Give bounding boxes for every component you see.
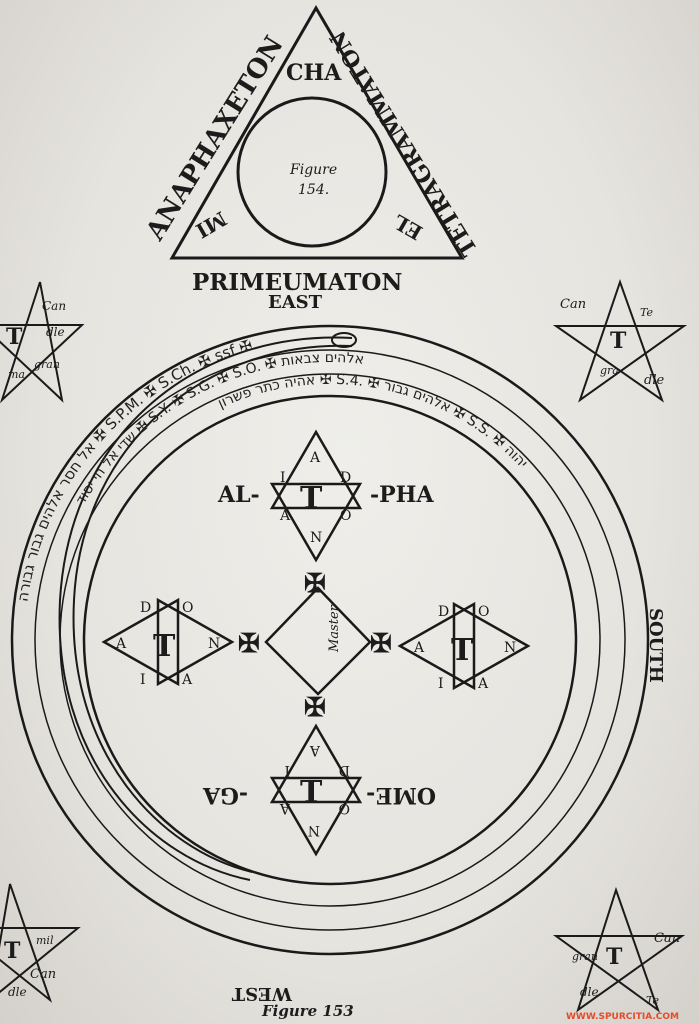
svg-text:T: T — [610, 328, 627, 354]
svg-text:N: N — [504, 640, 516, 656]
svg-text:A: A — [309, 742, 321, 758]
svg-text:A: A — [279, 800, 291, 816]
svg-text:O: O — [340, 508, 351, 524]
west-label: WEST — [231, 983, 293, 1004]
svg-text:D: D — [438, 604, 449, 620]
svg-text:Can: Can — [560, 297, 586, 312]
svg-text:N: N — [308, 822, 320, 838]
svg-text:Can: Can — [30, 967, 56, 982]
center-master-label: Master — [327, 604, 342, 653]
pentacle-top-right: T Can dle gra Te — [552, 278, 688, 403]
svg-text:I: I — [438, 676, 444, 692]
primeumaton-label: PRIMEUMATON — [192, 269, 402, 296]
svg-text:ma: ma — [8, 368, 25, 381]
pentacle-top-left: T Can dle gran ma — [0, 281, 85, 404]
omega-left: OME- — [366, 782, 436, 808]
svg-text:O: O — [339, 800, 350, 816]
svg-text:gran: gran — [572, 950, 598, 963]
svg-text:N: N — [310, 530, 322, 546]
serpent-head — [331, 332, 357, 348]
svg-text:gra: gra — [600, 364, 619, 377]
svg-text:O: O — [478, 604, 489, 620]
alpha-right: -PHA — [370, 482, 434, 508]
triangle-circle — [236, 96, 388, 248]
svg-text:A: A — [279, 508, 291, 524]
svg-text:I: I — [140, 672, 146, 688]
svg-text:I: I — [280, 470, 286, 486]
svg-text:A: A — [181, 672, 193, 688]
hexagram-left: A D O N A I T — [101, 597, 235, 688]
triangle-top-word: CHA — [286, 60, 342, 86]
alpha-left: AL- — [217, 482, 260, 508]
ring-outer-inner-edge — [34, 349, 626, 931]
svg-text:dle: dle — [8, 985, 27, 999]
south-label: SOUTH — [645, 608, 666, 683]
svg-text:Can: Can — [654, 931, 680, 946]
svg-text:dle: dle — [46, 325, 65, 339]
svg-text:T: T — [6, 324, 23, 350]
svg-text:gran: gran — [34, 358, 60, 371]
serpent-body — [58, 336, 353, 881]
svg-text:T: T — [606, 944, 623, 970]
cross-left: ✠ — [238, 629, 260, 659]
cross-right: ✠ — [370, 629, 392, 659]
triangle-bottom-right-word: EL — [389, 209, 426, 244]
svg-text:T: T — [4, 938, 21, 964]
svg-text:Te: Te — [640, 306, 653, 319]
watermark: WWW.SPURCITIA.COM — [566, 1012, 679, 1022]
svg-text:D: D — [140, 600, 151, 616]
svg-text:A: A — [477, 676, 489, 692]
pentacle-bottom-left: T Can dle mil — [0, 883, 81, 1003]
figure-label-line1: Figure — [289, 162, 337, 178]
ring-inner-edge — [82, 394, 578, 886]
cross-top: ✠ — [304, 569, 326, 599]
svg-text:T: T — [300, 481, 323, 516]
svg-text:T: T — [153, 629, 176, 664]
svg-text:N: N — [208, 636, 220, 652]
hexagram-bottom: A D O N A I T — [269, 723, 363, 857]
cross-bottom: ✠ — [304, 693, 326, 723]
figure-label-line2: 154. — [298, 182, 329, 198]
svg-text:Can: Can — [42, 299, 66, 313]
svg-text:T: T — [300, 775, 323, 810]
svg-text:O: O — [182, 600, 193, 616]
svg-text:dle: dle — [580, 985, 599, 999]
svg-text:dle: dle — [644, 373, 664, 388]
ring-outer-edge — [10, 324, 650, 956]
pentacle-bottom-right: T Can dle Te gran — [552, 886, 686, 1013]
omega-right: -GA — [202, 782, 248, 808]
east-label: EAST — [268, 292, 323, 313]
serpent-body-inner — [72, 344, 353, 873]
svg-text:D: D — [340, 470, 351, 486]
figure-caption: Figure 153 — [261, 1002, 354, 1020]
svg-text:D: D — [339, 762, 350, 778]
ring-inner-text: אהיה כתר פשרון ✠ S.4. ✠ אלהים גבור ✠ S.S… — [216, 372, 531, 471]
svg-text:A: A — [413, 640, 425, 656]
svg-text:A: A — [309, 450, 321, 466]
svg-text:Te: Te — [646, 994, 659, 1007]
hexagram-top: A D O N A I T — [269, 429, 363, 563]
svg-text:I: I — [284, 762, 290, 778]
svg-text:A: A — [115, 636, 127, 652]
triangle-outline — [169, 5, 465, 260]
svg-text:mil: mil — [36, 934, 54, 947]
hexagram-right: A D O N A I T — [397, 601, 531, 692]
svg-text:T: T — [451, 633, 474, 668]
center-diamond — [264, 586, 372, 696]
